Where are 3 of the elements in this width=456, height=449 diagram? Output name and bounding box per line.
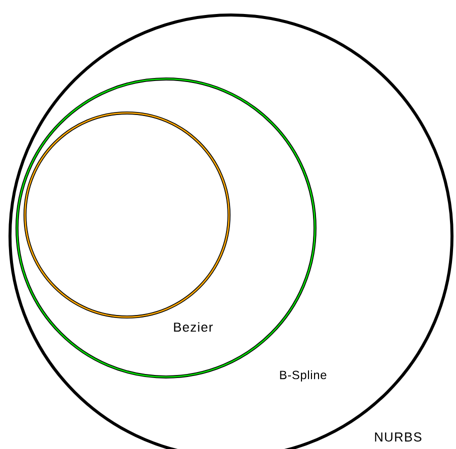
circle-label: Bezier [174, 322, 213, 332]
circle-label: NURBS [375, 432, 422, 442]
circle-label: B-Spline [280, 370, 326, 382]
